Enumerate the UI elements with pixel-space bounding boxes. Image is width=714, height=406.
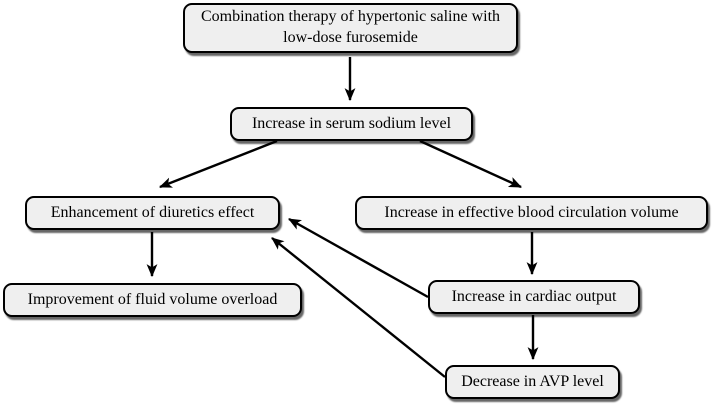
arrow-serum-to-circulation <box>419 139 522 189</box>
node-avp-level: Decrease in AVP level <box>445 365 620 399</box>
arrow-cardiac-to-diuretics <box>288 217 429 299</box>
node-serum-sodium-level: Increase in serum sodium level <box>230 107 473 141</box>
node-fluid-volume-overload: Improvement of fluid volume overload <box>3 283 302 317</box>
node-cardiac-output: Increase in cardiac output <box>428 280 640 314</box>
node-blood-circulation-volume: Increase in effective blood circulation … <box>355 196 708 230</box>
arrow-serum-to-diuretics <box>158 139 278 189</box>
node-diuretics-effect: Enhancement of diuretics effect <box>25 196 280 230</box>
node-combination-therapy: Combination therapy of hypertonic saline… <box>183 3 518 53</box>
